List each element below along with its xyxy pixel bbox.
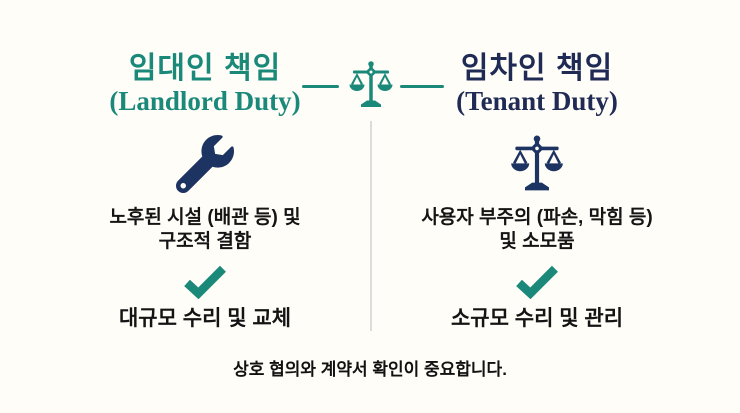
tenant-column: 사용자 부주의 (파손, 막힘 등) 및 소모품 소규모 수리 및 관리	[372, 132, 702, 332]
balance-scale-icon	[372, 132, 702, 196]
landlord-description-line2: 구조적 결함	[158, 230, 252, 252]
tenant-description: 사용자 부주의 (파손, 막힘 등) 및 소모품	[372, 206, 702, 254]
landlord-title-block: 임대인 책임 (Landlord Duty)	[40, 52, 370, 117]
tenant-result: 소규모 수리 및 관리	[450, 306, 624, 330]
landlord-column: 노후된 시설 (배관 등) 및 구조적 결함 대규모 수리 및 교체	[40, 132, 370, 332]
wrench-icon	[40, 132, 370, 196]
footer-note: 상호 협의와 계약서 확인이 중요합니다.	[233, 360, 507, 379]
checkmark-icon	[40, 264, 370, 300]
tenant-description-line2: 및 소모품	[499, 230, 575, 252]
tenant-title-korean: 임차인 책임	[460, 52, 614, 85]
landlord-description-line1: 노후된 시설 (배관 등) 및	[109, 207, 301, 228]
tenant-title-block: 임차인 책임 (Tenant Duty)	[372, 52, 702, 117]
balance-scale-icon	[346, 58, 396, 112]
left-dash-line	[302, 85, 339, 88]
vertical-divider	[370, 121, 372, 331]
checkmark-icon	[372, 264, 702, 300]
tenant-description-line1: 사용자 부주의 (파손, 막힘 등)	[421, 207, 653, 228]
landlord-title-english: (Landlord Duty)	[109, 86, 301, 116]
landlord-title-korean: 임대인 책임	[128, 52, 282, 85]
landlord-description: 노후된 시설 (배관 등) 및 구조적 결함	[40, 206, 370, 254]
landlord-result: 대규모 수리 및 교체	[118, 306, 292, 330]
tenant-title-english: (Tenant Duty)	[456, 86, 618, 116]
right-dash-line	[400, 85, 444, 88]
